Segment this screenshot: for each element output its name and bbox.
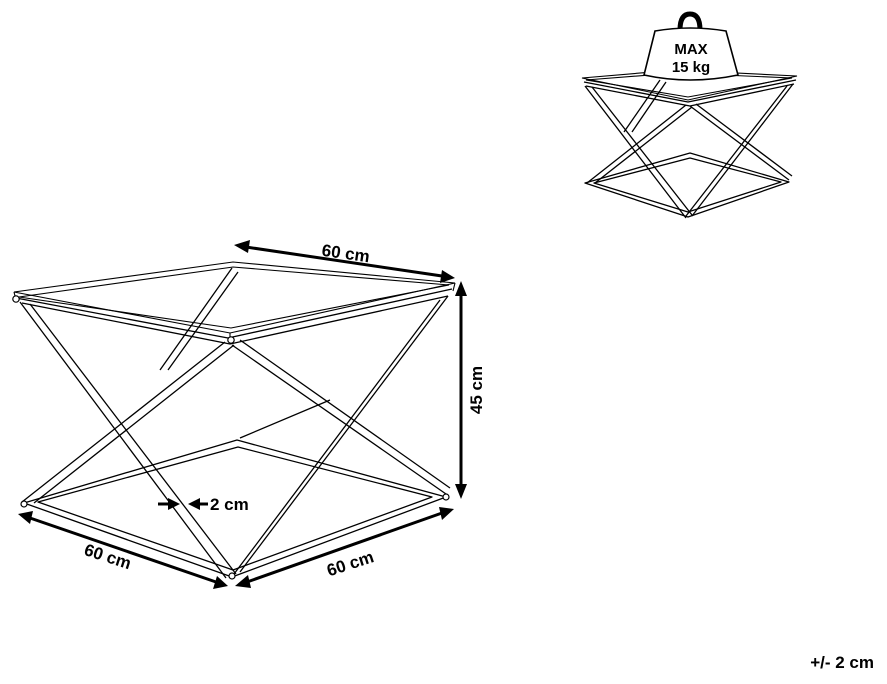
weight-icon (643, 11, 739, 81)
weight-limit-line2: 15 kg (672, 59, 710, 76)
top-frame (12, 288, 453, 345)
base-depth-arrow (18, 511, 228, 589)
height-label: 45 cm (467, 366, 486, 414)
base-width-arrow (235, 507, 454, 588)
height-arrow (455, 281, 467, 499)
weight-limit-drawing (581, 69, 798, 219)
weight-limit-line1: MAX (674, 41, 707, 58)
leg-thickness-arrow (158, 498, 208, 510)
x-legs (19, 267, 451, 579)
dimension-arrows (18, 240, 467, 589)
top-width-label: 60 cm (321, 241, 371, 267)
tolerance-note: +/- 2 cm (810, 653, 874, 672)
leg-thickness-label: 2 cm (210, 495, 249, 514)
main-table-drawing (12, 261, 456, 580)
glass-top (13, 261, 456, 342)
top-width-arrow (234, 240, 455, 283)
